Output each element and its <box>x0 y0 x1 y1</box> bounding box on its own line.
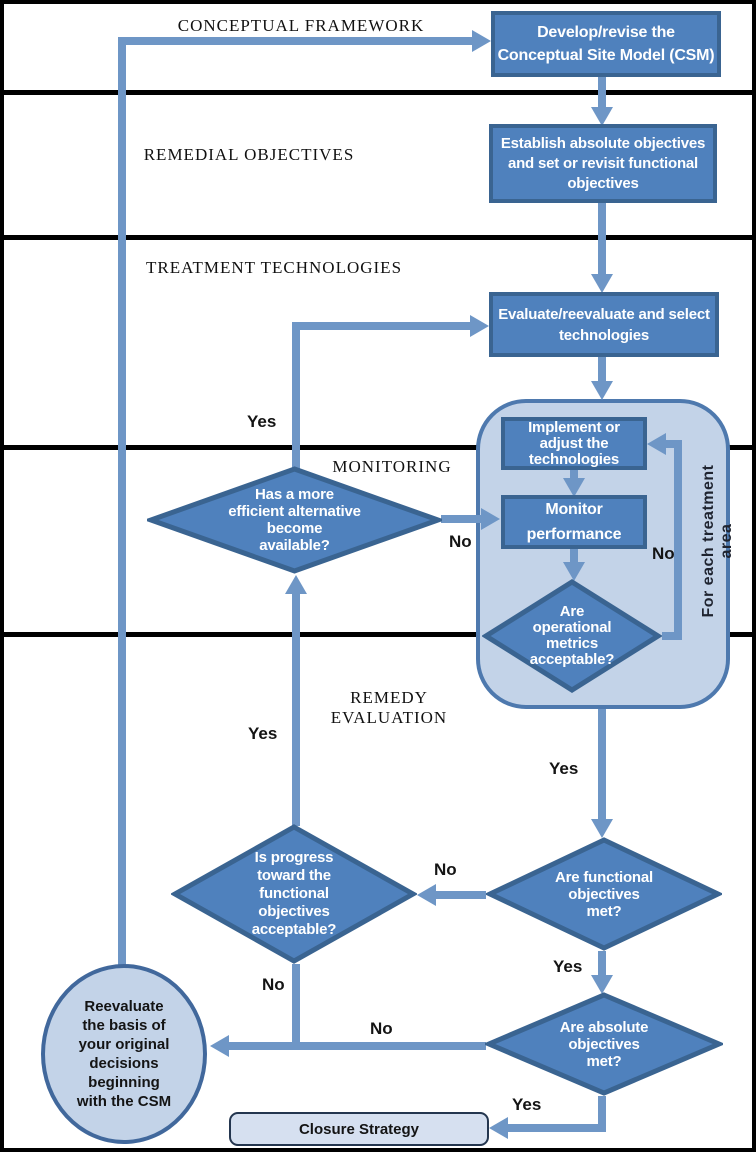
connector-container-functional <box>598 709 606 821</box>
connector-csm-objectives <box>598 77 606 109</box>
label-yes-functional: Yes <box>553 957 583 976</box>
diamond-shape <box>147 466 442 574</box>
decision-absolute-met: Are absolute objectives met? <box>485 992 723 1096</box>
node-establish-objectives: Establish absolute objectives and set or… <box>489 124 717 203</box>
band-label-remedy-evaluation: REMEDY EVALUATION <box>330 688 448 727</box>
arrowhead-into-functional <box>591 819 613 838</box>
arrowhead-into-container <box>591 381 613 400</box>
arrowhead-into-implement <box>647 433 666 455</box>
label-no-absolute: No <box>370 1019 393 1038</box>
arrowhead-into-opmetrics <box>563 562 585 581</box>
band-label-monitoring: MONITORING <box>332 457 452 476</box>
decision-has-more-efficient: Has a more efficient alternative become … <box>147 466 442 574</box>
connector-monitor-opmetrics <box>570 549 578 565</box>
connector-loop-left-vertical <box>118 37 126 967</box>
label-no-opmetrics: No <box>652 544 675 563</box>
arrowhead-into-ellipse <box>210 1035 229 1057</box>
arrowhead-into-evaluate <box>591 274 613 293</box>
connector-progress-no-down <box>292 964 300 1050</box>
band-label-treatment-technologies: TREATMENT TECHNOLOGIES <box>145 258 403 277</box>
arrowhead-yes-into-evaluate <box>470 315 489 337</box>
arrowhead-into-monitor-top <box>563 478 585 497</box>
label-yes-opmetrics: Yes <box>549 759 579 778</box>
arrowhead-into-progress <box>417 884 436 906</box>
band-label-conceptual-framework: CONCEPTUAL FRAMEWORK <box>177 16 425 35</box>
decision-is-progress-text: Is progress toward the functional object… <box>251 849 337 938</box>
connector-hasmore-yes-horizontal <box>292 322 472 330</box>
arrowhead-into-monitor-left <box>481 508 500 530</box>
connector-opmetrics-no-top <box>666 440 682 448</box>
arrowhead-into-closure <box>489 1117 508 1139</box>
decision-operational-metrics-text: Are operational metrics acceptable? <box>529 603 615 668</box>
node-monitor-performance: Monitor performance <box>501 495 647 549</box>
label-no-hasmore: No <box>449 532 472 551</box>
label-yes-hasmore: Yes <box>247 412 277 431</box>
connector-opmetrics-no-bottom <box>662 632 682 640</box>
arrowhead-into-objectives <box>591 107 613 126</box>
node-develop-csm: Develop/revise the Conceptual Site Model… <box>491 11 721 77</box>
node-reevaluate-basis: Reevaluate the basis of your original de… <box>41 964 207 1144</box>
band-divider-4 <box>4 632 752 637</box>
node-evaluate-technologies: Evaluate/reevaluate and select technolog… <box>489 292 719 357</box>
band-divider-1 <box>4 90 752 95</box>
band-divider-2 <box>4 235 752 240</box>
connector-functional-yes-absolute <box>598 951 606 977</box>
connector-objectives-evaluate <box>598 203 606 275</box>
connector-progress-yes-hasmore <box>292 592 300 826</box>
band-label-remedial-objectives: REMEDIAL OBJECTIVES <box>143 145 355 164</box>
connector-functional-no-progress <box>436 891 486 899</box>
decision-operational-metrics: Are operational metrics acceptable? <box>482 579 662 693</box>
connector-hasmore-no-monitor <box>441 515 483 523</box>
connector-absolute-yes-horizontal <box>507 1124 600 1132</box>
decision-has-more-efficient-text: Has a more efficient alternative become … <box>228 486 361 554</box>
connector-loop-top <box>118 37 472 45</box>
loop-container-label: For each treatment area <box>700 464 735 618</box>
decision-functional-met: Are functional objectives met? <box>486 837 722 951</box>
arrowhead-into-csm <box>472 30 491 52</box>
label-yes-absolute: Yes <box>512 1095 542 1114</box>
decision-is-progress: Is progress toward the functional object… <box>171 824 417 964</box>
diamond-shape <box>485 992 723 1096</box>
decision-functional-met-text: Are functional objectives met? <box>554 868 654 920</box>
connector-evaluate-container <box>598 357 606 382</box>
arrowhead-into-absolute <box>591 975 613 994</box>
connector-hasmore-yes-vertical <box>292 322 300 469</box>
connector-implement-monitor <box>570 470 578 481</box>
label-no-functional: No <box>434 860 457 879</box>
node-closure-strategy: Closure Strategy <box>229 1112 489 1146</box>
connector-absolute-no-ellipse <box>229 1042 486 1050</box>
diamond-shape <box>486 837 722 951</box>
band-divider-3 <box>4 445 752 450</box>
arrowhead-into-hasmore <box>285 575 307 594</box>
label-yes-progress: Yes <box>248 724 278 743</box>
diamond-shape <box>482 579 662 693</box>
decision-absolute-met-text: Are absolute objectives met? <box>559 1018 649 1070</box>
connector-opmetrics-no-vertical <box>674 440 682 640</box>
label-no-progress: No <box>262 975 285 994</box>
node-implement-technologies: Implement or adjust the technologies <box>501 417 647 470</box>
diamond-shape <box>171 824 417 964</box>
connector-absolute-yes-vertical <box>598 1096 606 1132</box>
